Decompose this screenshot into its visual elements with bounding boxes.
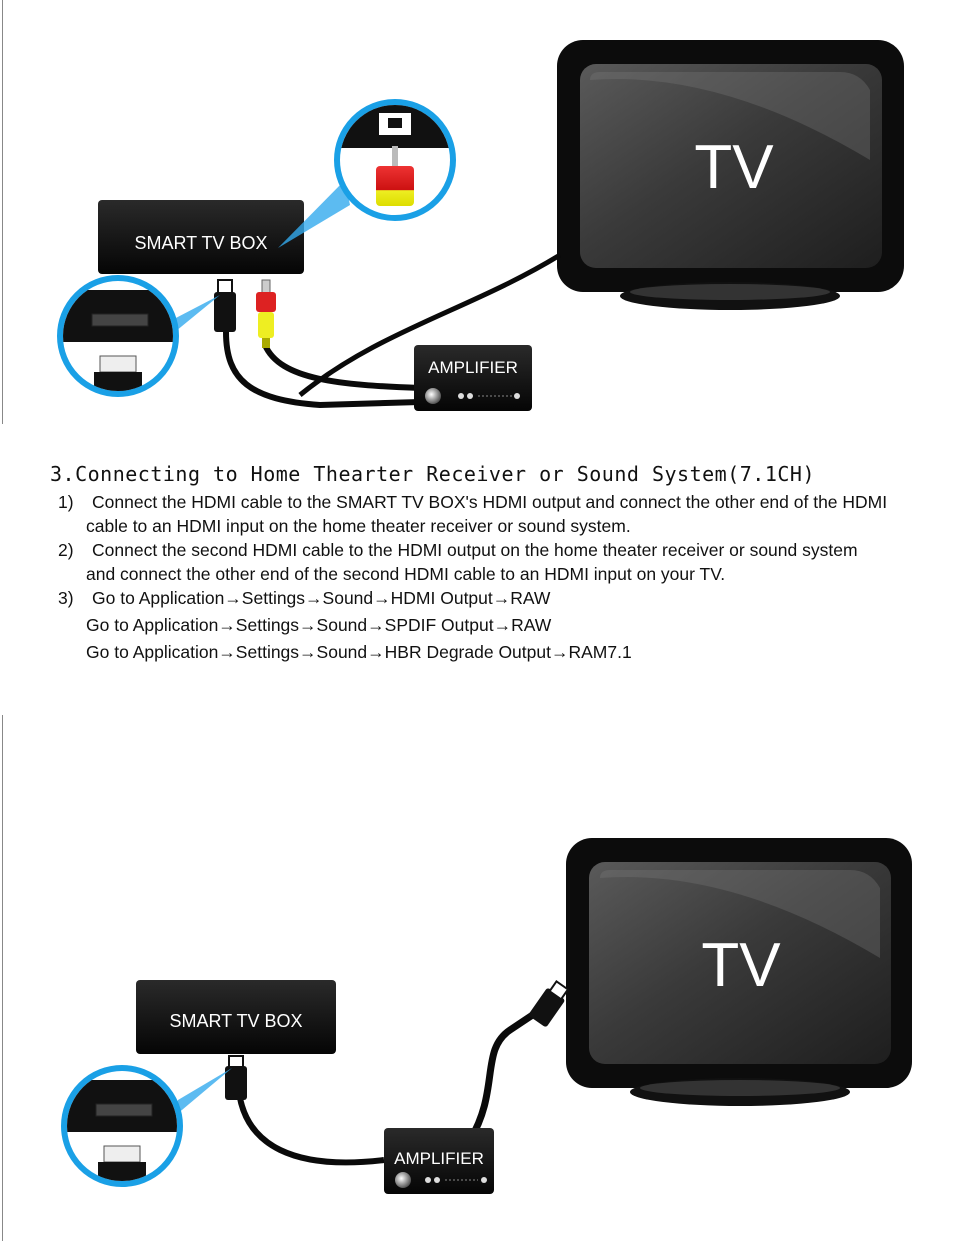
step-number: 1)	[58, 492, 74, 512]
hdmi-plug	[214, 279, 236, 332]
hdmi-callout	[61, 1065, 232, 1187]
step-text: Go to Application→Settings→Sound→HDMI Ou…	[92, 588, 551, 608]
smart-tv-box: SMART TV BOX	[98, 200, 304, 274]
step-item-continued: cable to an HDMI input on the home theat…	[86, 516, 631, 536]
tv-illustration: TV	[557, 40, 904, 310]
hdmi-cable-in	[235, 1079, 385, 1166]
step-number: 2)	[58, 540, 74, 560]
instructions-section: 3.Connecting to Home Thearter Receiver o…	[50, 462, 950, 664]
step-text: Connect the second HDMI cable to the HDM…	[92, 540, 858, 560]
tv-label: TV	[701, 931, 781, 1000]
step-number: 3)	[58, 588, 74, 608]
amplifier: AMPLIFIER	[414, 345, 532, 411]
step-item: 1) Connect the HDMI cable to the SMART TV…	[50, 490, 950, 514]
amplifier: AMPLIFIER	[384, 1128, 494, 1194]
connection-diagram-bottom: TV SMART TV BOX	[0, 830, 974, 1241]
step-item-continued: Go to Application→Settings→Sound→SPDIF O…	[86, 615, 552, 635]
box-label: SMART TV BOX	[169, 1011, 302, 1031]
hdmi-callout	[57, 275, 220, 397]
hdmi-cable	[223, 331, 421, 409]
page-edge-line	[2, 715, 3, 1241]
section-title: 3.Connecting to Home Thearter Receiver o…	[50, 462, 816, 486]
hdmi-plug	[225, 1055, 247, 1100]
tv-cable	[298, 252, 562, 397]
tv-illustration: TV	[566, 838, 912, 1106]
step-item-continued: and connect the other end of the second …	[86, 564, 726, 584]
page-edge-line	[2, 0, 3, 424]
step-item: 2) Connect the second HDMI cable to the H…	[50, 538, 950, 562]
step-item: 3) Go to Application→Settings→Sound→HDMI …	[50, 586, 950, 610]
tv-label: TV	[694, 133, 774, 202]
box-label: SMART TV BOX	[134, 233, 267, 253]
step-text: Connect the HDMI cable to the SMART TV B…	[92, 492, 888, 512]
hdmi-cable-out	[466, 1007, 542, 1142]
spdif-callout	[278, 99, 456, 248]
amplifier-label: AMPLIFIER	[394, 1149, 484, 1168]
rca-plug	[256, 279, 276, 348]
smart-tv-box: SMART TV BOX	[136, 980, 336, 1054]
step-item-continued: Go to Application→Settings→Sound→HBR Deg…	[86, 642, 632, 662]
hdmi-plug-tv	[529, 980, 570, 1027]
connection-diagram-top: TV SMART TV BOX	[0, 0, 974, 430]
amplifier-label: AMPLIFIER	[428, 358, 518, 377]
